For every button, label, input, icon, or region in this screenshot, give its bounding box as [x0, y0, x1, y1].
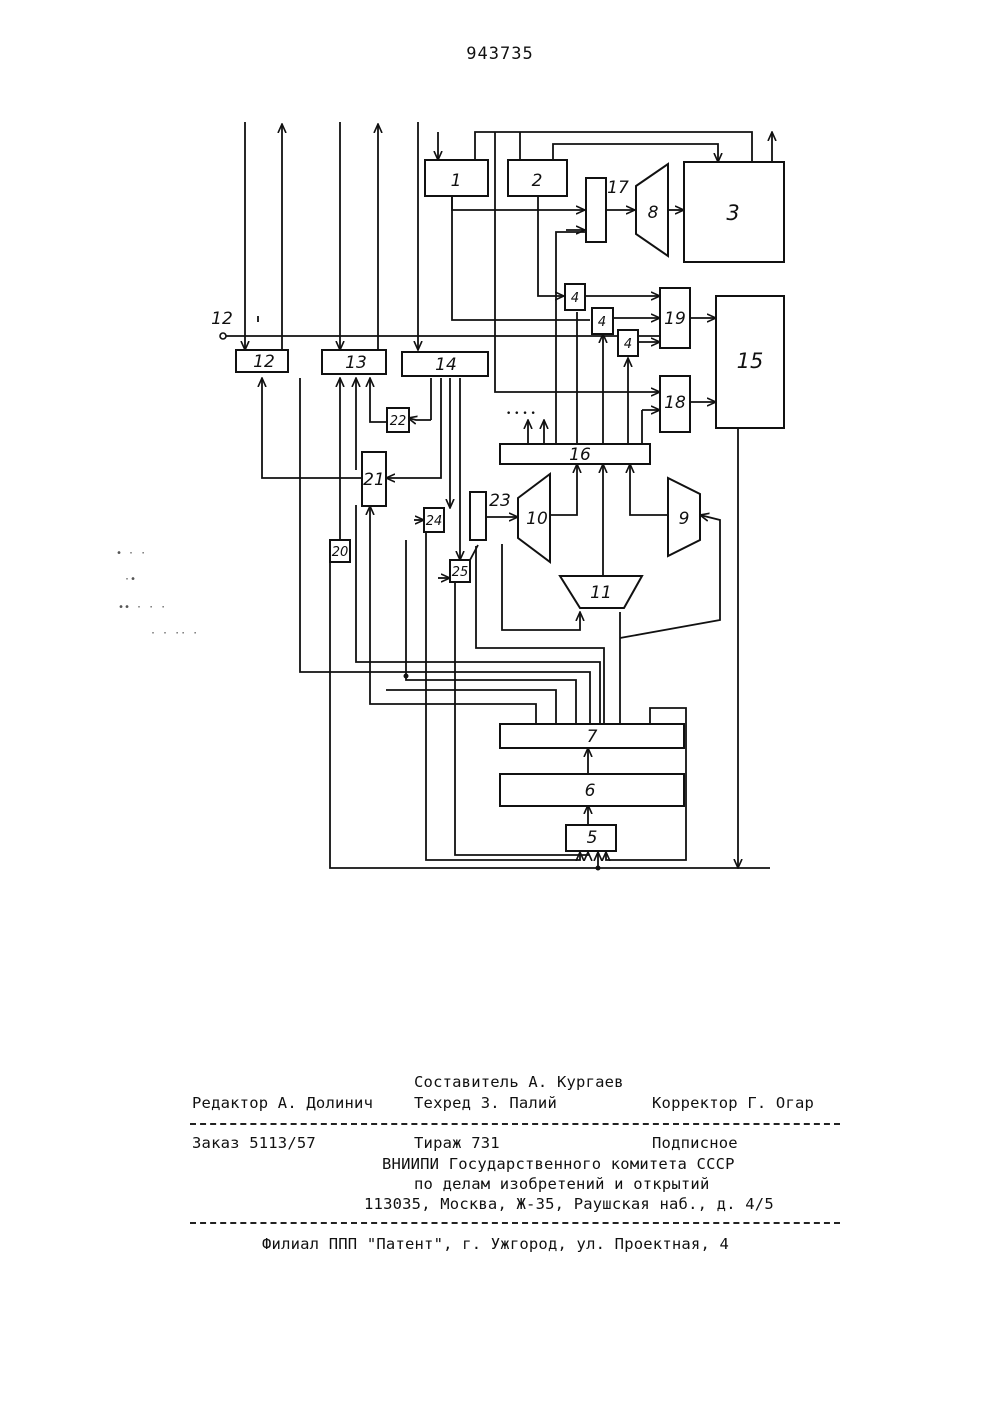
svg-text:11: 11: [590, 583, 612, 603]
block-18: 18: [660, 376, 690, 432]
scan-speck: • · ·: [116, 548, 146, 559]
imprint-org-line1: ВНИИПИ Государственного комитета СССР: [382, 1155, 735, 1173]
imprint-subscription: Подписное: [652, 1134, 738, 1152]
svg-text:24: 24: [426, 514, 443, 529]
svg-text:4: 4: [624, 337, 632, 352]
block-23: 23: [470, 491, 511, 540]
svg-text:5: 5: [587, 828, 598, 848]
imprint-order: Заказ 5113/57: [192, 1134, 316, 1152]
svg-text:23: 23: [489, 491, 511, 511]
block-8: 8: [636, 164, 668, 256]
block-14: 14: [402, 352, 488, 376]
svg-text:4: 4: [571, 291, 579, 306]
svg-text:22: 22: [390, 414, 407, 429]
svg-text:19: 19: [664, 309, 686, 329]
svg-text:1: 1: [451, 171, 462, 191]
input-terminal-12: 12: [211, 309, 258, 339]
block-11: 11: [560, 576, 642, 608]
block-diagram: 1 2 3 17 8 4 4 4 19 15 18 12: [0, 0, 1000, 900]
svg-text:17: 17: [607, 178, 629, 198]
block-24: 24: [424, 508, 444, 532]
svg-text:9: 9: [679, 509, 690, 529]
scan-speck: •• · · ·: [118, 602, 166, 613]
svg-text:25: 25: [452, 565, 469, 580]
block-19: 19: [660, 288, 690, 348]
imprint-techred: Техред З. Палий: [414, 1094, 557, 1112]
scan-speck: ·•: [124, 574, 136, 585]
scan-speck: · · ·· ·: [150, 628, 198, 639]
block-4a: 4: [565, 284, 585, 310]
block-13: 13: [322, 350, 386, 374]
block-16: 16: [500, 444, 650, 465]
svg-text:14: 14: [435, 355, 457, 375]
imprint-org-line2: по делам изобретений и открытий: [414, 1175, 710, 1193]
svg-text:12: 12: [253, 352, 275, 372]
svg-text:6: 6: [585, 781, 596, 801]
block-1: 1: [425, 160, 488, 196]
block-6: 6: [500, 774, 684, 806]
block-10: 10: [518, 474, 550, 562]
svg-text:16: 16: [569, 445, 591, 465]
svg-text:12: 12: [211, 309, 233, 329]
block-12: 12: [236, 350, 288, 372]
separator-dashed: [190, 1123, 840, 1125]
block-20: 20: [330, 540, 350, 562]
imprint-compiler: Составитель А. Кургаев: [414, 1073, 624, 1091]
svg-text:13: 13: [345, 353, 367, 373]
svg-text:21: 21: [363, 470, 385, 490]
bus-ellipsis: • • • •: [506, 409, 536, 419]
imprint-branch: Филиал ППП "Патент", г. Ужгород, ул. Про…: [262, 1235, 729, 1253]
block-22: 22: [387, 408, 409, 432]
block-4c: 4: [618, 330, 638, 356]
separator-dashed: [190, 1222, 840, 1224]
svg-text:20: 20: [332, 545, 349, 560]
imprint-editor: Редактор А. Долинич: [192, 1094, 373, 1112]
svg-text:4: 4: [598, 315, 606, 330]
block-5: 5: [566, 825, 616, 851]
svg-text:8: 8: [648, 203, 659, 223]
svg-text:18: 18: [664, 393, 686, 413]
svg-text:3: 3: [726, 201, 739, 225]
svg-text:10: 10: [526, 509, 548, 529]
block-3: 3: [684, 162, 784, 262]
block-25: 25: [450, 560, 470, 582]
block-7: 7: [500, 724, 684, 748]
svg-text:7: 7: [587, 727, 598, 747]
block-4b: 4: [592, 308, 613, 334]
imprint-circulation: Тираж 731: [414, 1134, 500, 1152]
svg-text:2: 2: [532, 171, 543, 191]
svg-text:15: 15: [737, 349, 764, 373]
block-21: 21: [362, 452, 386, 506]
block-2: 2: [508, 160, 567, 196]
block-9: 9: [668, 478, 700, 556]
imprint-corrector: Корректор Г. Огар: [652, 1094, 814, 1112]
imprint-address: 113035, Москва, Ж-35, Раушская наб., д. …: [364, 1195, 774, 1213]
block-15: 15: [716, 296, 784, 428]
